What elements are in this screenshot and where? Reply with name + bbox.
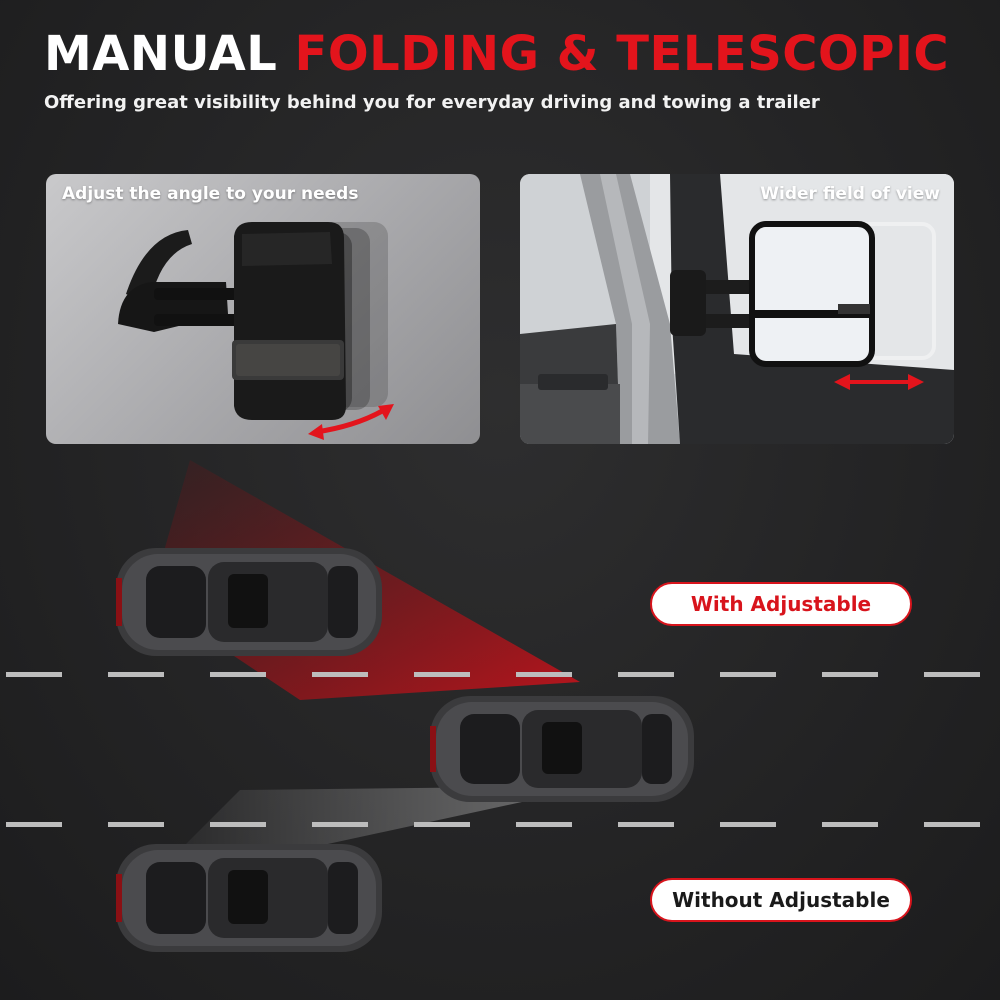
- with-adjustable-label: With Adjustable: [650, 582, 912, 626]
- lane-marking-lower: [6, 822, 980, 827]
- road-scene-illustration: [6, 460, 980, 952]
- title-manual: MANUAL: [44, 26, 278, 82]
- field-of-view-caption: Wider field of view: [760, 184, 940, 204]
- page-subtitle: Offering great visibility behind you for…: [44, 92, 820, 113]
- truck-mirror-extended-illustration: [520, 174, 954, 444]
- curved-double-arrow-icon: [308, 404, 394, 440]
- car-bottom: [116, 844, 382, 952]
- page-title: MANUAL FOLDING & TELESCOPIC: [44, 26, 949, 82]
- car-middle: [430, 696, 694, 802]
- horizontal-double-arrow-icon: [834, 374, 924, 390]
- field-of-view-panel: Wider field of view: [520, 174, 954, 444]
- lane-marking-upper: [6, 672, 980, 677]
- angle-adjust-panel: Adjust the angle to your needs: [46, 174, 480, 444]
- towing-mirror-side-illustration: [118, 222, 394, 440]
- angle-adjust-caption: Adjust the angle to your needs: [62, 184, 359, 204]
- title-folding-telescopic: FOLDING & TELESCOPIC: [294, 26, 950, 82]
- car-top: [116, 548, 382, 656]
- without-adjustable-label: Without Adjustable: [650, 878, 912, 922]
